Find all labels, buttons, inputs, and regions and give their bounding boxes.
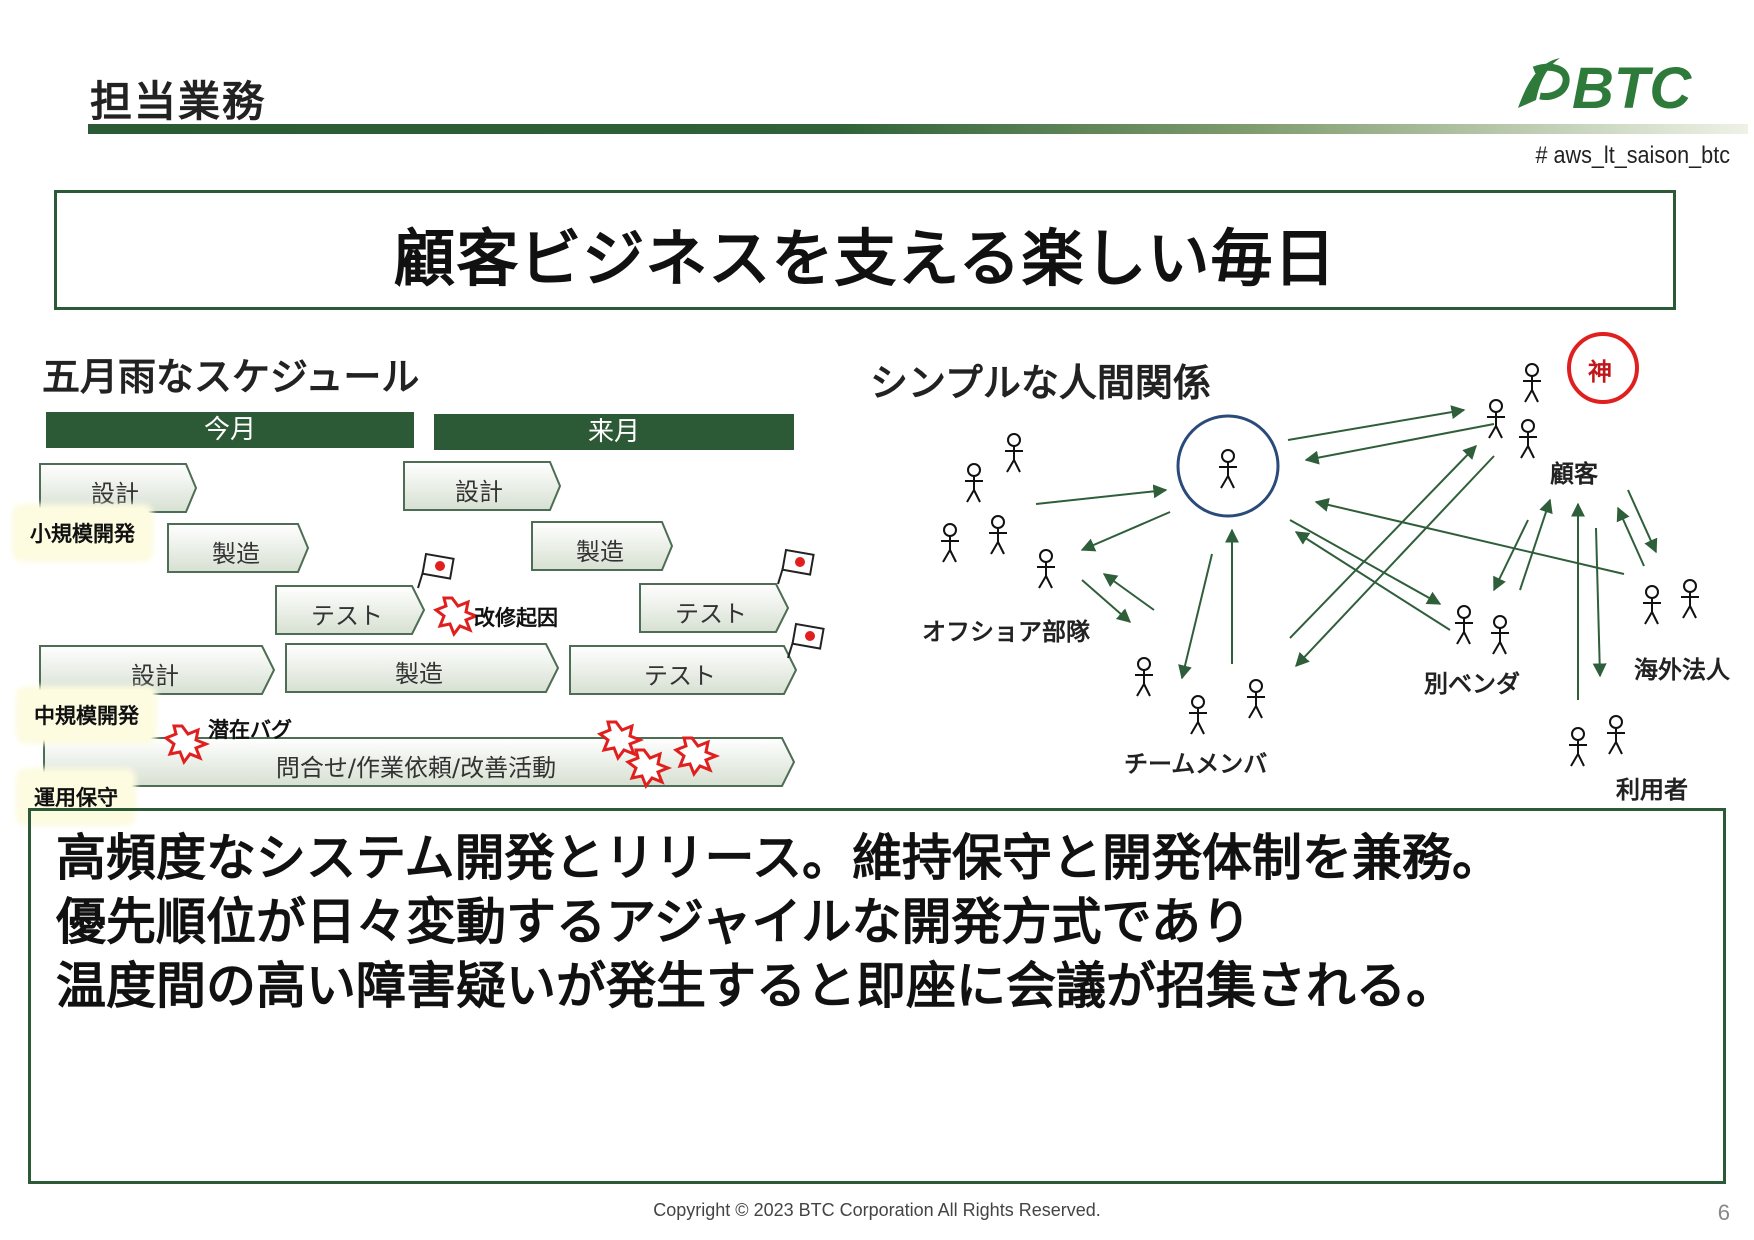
chevron-small-design-2	[403, 461, 562, 511]
task-test: テスト	[311, 602, 383, 630]
person-icon	[1518, 419, 1538, 459]
bug-burst-icon	[672, 736, 721, 778]
person-icon	[940, 523, 960, 563]
bug-burst-icon	[624, 748, 673, 790]
copyright: Copyright © 2023 BTC Corporation All Rig…	[653, 1200, 1101, 1220]
chevron-medium-test	[569, 645, 798, 695]
group-vendor: 別ベンダ	[1424, 670, 1520, 698]
person-icon	[1134, 657, 1154, 697]
person-icon	[1680, 579, 1700, 619]
page-title: 担当業務	[90, 77, 267, 126]
task-design: 設計	[455, 478, 503, 506]
task-build: 製造	[576, 538, 624, 566]
arrow	[1627, 489, 1658, 554]
arrow	[1287, 405, 1466, 441]
arrow	[1493, 519, 1529, 592]
arrow	[1592, 527, 1607, 678]
month-current: 今月	[46, 412, 414, 448]
btc-logo: BTC	[1510, 50, 1730, 121]
group-customer: 顧客	[1550, 460, 1598, 488]
task-design: 設計	[91, 480, 139, 508]
bug-burst-icon	[432, 596, 481, 638]
description-line: 優先順位が日々変動するアジャイルな開発方式であり	[56, 893, 1251, 951]
chevron-small-build-2	[531, 521, 674, 571]
task-test: テスト	[644, 662, 716, 690]
flag-icon	[787, 622, 825, 659]
arrow	[1289, 444, 1477, 639]
task-ops: 問合せ/作業依頼/改善活動	[275, 754, 557, 782]
person-icon	[1568, 727, 1588, 767]
person-icon	[1188, 695, 1208, 735]
note-fix-cause: 改修起因	[474, 606, 558, 630]
group-overseas: 海外法人	[1634, 656, 1730, 684]
chevron-small-build-1	[167, 523, 310, 573]
arrow	[1304, 423, 1495, 465]
task-build: 製造	[212, 540, 260, 568]
arrow	[1081, 579, 1132, 623]
arrow	[1294, 531, 1451, 631]
person-icon	[964, 463, 984, 503]
task-design: 設計	[131, 662, 179, 690]
schedule-title: 五月雨なスケジュール	[42, 355, 420, 399]
arrow	[1102, 573, 1155, 611]
row-label-ops: 運用保守	[20, 772, 132, 822]
self-circle	[1176, 414, 1280, 518]
person-icon	[1606, 715, 1626, 755]
description-line: 高頻度なシステム開発とリリース。維持保守と開発体制を兼務。	[56, 829, 1502, 887]
person-icon	[1036, 549, 1056, 589]
title-underline	[88, 124, 1748, 134]
person-icon	[988, 515, 1008, 555]
flag-icon	[777, 548, 815, 585]
task-build: 製造	[395, 660, 443, 688]
group-offshore: オフショア部隊	[922, 618, 1090, 646]
arrow	[1178, 553, 1213, 680]
description-line: 温度間の高い障害疑いが発生すると即座に会議が招集される。	[56, 957, 1456, 1015]
chevron-medium-build	[285, 643, 560, 693]
arrow	[1035, 484, 1168, 505]
task-test: テスト	[675, 600, 747, 628]
chevron-small-design-1	[39, 463, 198, 513]
group-team: チームメンバ	[1124, 750, 1268, 778]
person-icon	[1004, 433, 1024, 473]
bug-burst-icon	[596, 720, 645, 762]
description-box	[28, 808, 1726, 1184]
person-icon	[1642, 585, 1662, 625]
person-icon	[1454, 605, 1474, 645]
self-figure-icon	[1218, 449, 1238, 489]
chevron-medium-design	[39, 645, 276, 695]
hashtag: # aws_lt_saison_btc	[1535, 142, 1730, 169]
month-next: 来月	[434, 414, 794, 450]
group-users: 利用者	[1616, 776, 1688, 804]
arrow	[1519, 498, 1553, 591]
bug-burst-icon	[162, 724, 211, 766]
person-icon	[1486, 399, 1506, 439]
page-number: 6	[1717, 1200, 1730, 1225]
arrow	[1314, 498, 1625, 575]
headline-box	[54, 190, 1676, 310]
god-label: 神	[1588, 358, 1612, 386]
arrow	[1295, 455, 1495, 668]
row-label-small: 小規模開発	[16, 508, 149, 558]
god-circle	[1567, 332, 1639, 404]
row-label-medium: 中規模開発	[20, 690, 153, 740]
chevron-small-test-1	[275, 585, 426, 635]
arrow	[1080, 511, 1171, 552]
flag-icon	[417, 552, 455, 589]
relations-title: シンプルな人間関係	[870, 361, 1211, 405]
note-latent-bug: 潜在バグ	[208, 718, 292, 742]
person-icon	[1522, 363, 1542, 403]
arrow	[1616, 506, 1645, 567]
svg-text:BTC: BTC	[1572, 56, 1692, 120]
person-icon	[1246, 679, 1266, 719]
person-icon	[1490, 615, 1510, 655]
description-text: 高頻度なシステム開発とリリース。維持保守と開発体制を兼務。 優先順位が日々変動す…	[56, 826, 1716, 1018]
headline: 顧客ビジネスを支える楽しい毎日	[393, 222, 1337, 295]
chevron-small-test-2	[639, 583, 790, 633]
